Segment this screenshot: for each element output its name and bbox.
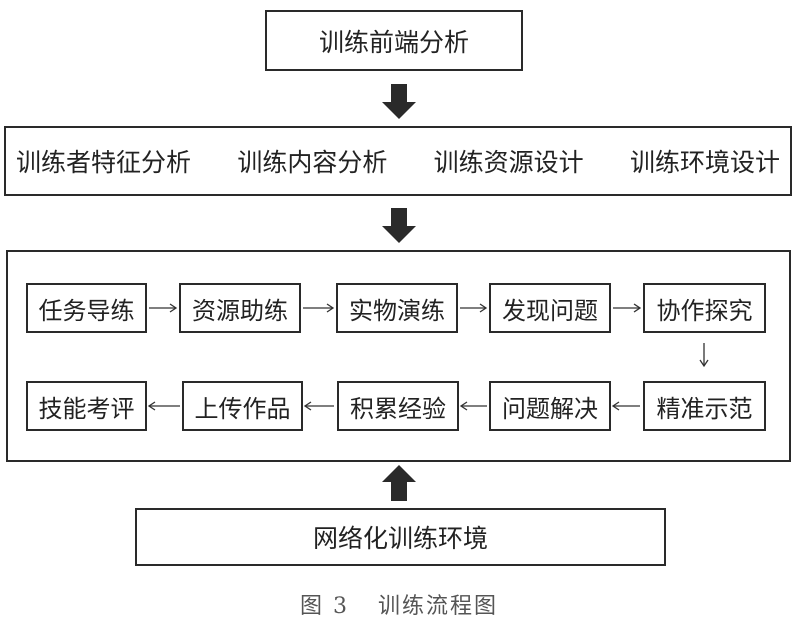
network-environment-label: 网络化训练环境 [312,524,488,553]
step-label: 问题解决 [502,394,598,423]
thick-down-arrow-icon [382,208,416,243]
analysis-item-learner: 训练者特征分析 [16,148,192,177]
thick-down-arrow-icon [382,84,416,119]
figure-caption: 图 3 训练流程图 [0,588,798,620]
analysis-item-environment: 训练环境设计 [629,148,780,177]
step-skill-assessment: 技能考评 [26,381,147,431]
step-label: 协作探究 [656,296,753,325]
front-end-analysis-box: 训练前端分析 [265,10,523,71]
step-precise-demo: 精准示范 [643,381,766,431]
figure-number: 图 3 [299,594,349,619]
analysis-item-content: 训练内容分析 [237,148,388,177]
step-label: 资源助练 [192,296,288,325]
thick-up-arrow-icon [382,465,416,501]
figure-title: 训练流程图 [377,594,498,619]
step-label: 精准示范 [656,394,753,423]
step-problem-solving: 问题解决 [489,381,611,431]
step-label: 实物演练 [349,296,445,325]
step-find-problem: 发现问题 [489,283,611,333]
step-label: 发现问题 [502,296,598,325]
step-label: 技能考评 [38,394,135,423]
step-task-guided: 任务导练 [26,283,147,333]
step-collaborative-inquiry: 协作探究 [643,283,766,333]
step-label: 任务导练 [38,296,135,325]
step-label: 积累经验 [350,394,446,423]
analysis-box: 训练者特征分析 训练内容分析 训练资源设计 训练环境设计 [4,126,792,196]
step-resource-assisted: 资源助练 [179,283,301,333]
step-label: 上传作品 [194,394,291,423]
step-physical-practice: 实物演练 [336,283,458,333]
analysis-item-resource: 训练资源设计 [433,148,584,177]
step-upload-work: 上传作品 [182,381,303,431]
front-end-analysis-label: 训练前端分析 [318,27,469,57]
step-accumulate-experience: 积累经验 [337,381,459,431]
network-environment-box: 网络化训练环境 [135,508,666,566]
